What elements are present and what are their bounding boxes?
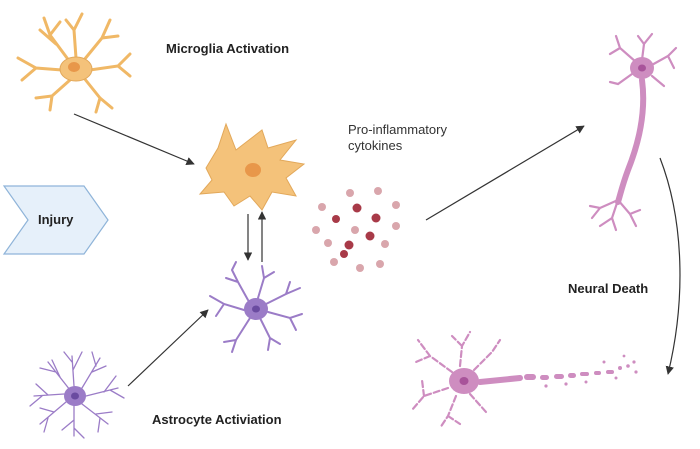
astrocyte-resting-icon xyxy=(29,351,125,439)
arrow-microglia-to-activated xyxy=(73,113,195,165)
cytokine-cluster-icon xyxy=(312,187,400,272)
healthy-neuron-icon xyxy=(588,32,678,232)
arrow-resting-to-activated-astrocyte xyxy=(127,309,209,387)
microglia-activation-label: Microglia Activation xyxy=(166,41,290,56)
arrow-cytokines-to-neuron xyxy=(425,125,585,221)
astrocyte-activated-icon xyxy=(209,261,303,353)
neural-death-label: Neural Death xyxy=(568,281,649,296)
injury-label: Injury xyxy=(38,212,74,227)
arrow-neuron-to-death xyxy=(659,157,681,375)
degenerating-neuron-icon xyxy=(410,330,638,430)
microglia-activated-icon xyxy=(198,122,306,211)
injury-chevron xyxy=(2,185,109,255)
astrocyte-activation-label: Astrocyte Activiation xyxy=(152,412,282,427)
cytokines-label-line1: Pro-inflammatory xyxy=(348,122,447,137)
cytokines-label-line2: cytokines xyxy=(348,138,403,153)
microglia-resting-icon xyxy=(16,12,132,114)
